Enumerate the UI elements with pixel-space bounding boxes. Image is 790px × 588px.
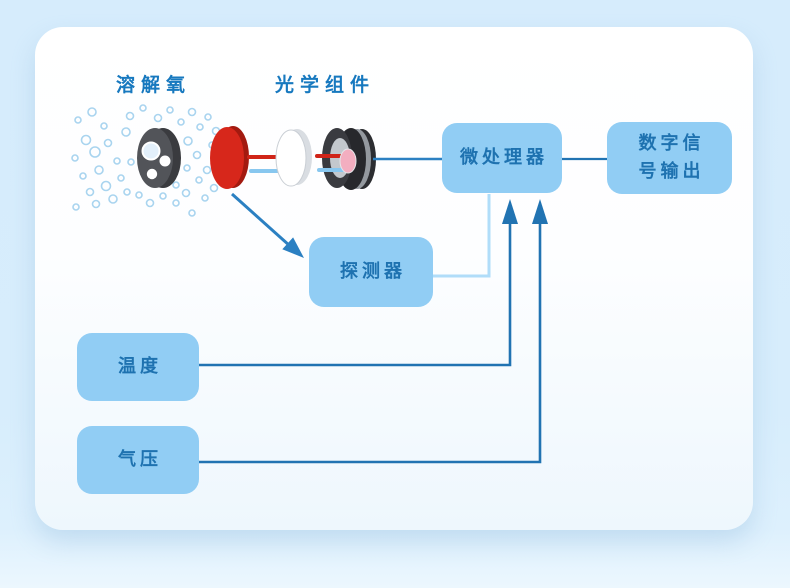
node-digital-output-label-line1: 数字信 bbox=[638, 133, 705, 154]
node-temperature: 温度 bbox=[77, 333, 199, 401]
dissolved-oxygen-label: 溶解氧 bbox=[116, 74, 192, 96]
node-pressure-label: 气压 bbox=[118, 449, 162, 470]
node-digital-output: 数字信 号输出 bbox=[607, 122, 732, 194]
node-pressure: 气压 bbox=[77, 426, 199, 494]
node-digital-output-label-line2: 号输出 bbox=[638, 161, 705, 182]
node-detector-label: 探测器 bbox=[340, 261, 406, 282]
node-temperature-label: 温度 bbox=[118, 356, 162, 377]
optical-assembly-label: 光学组件 bbox=[275, 74, 376, 96]
node-microprocessor-label: 微处理器 bbox=[460, 147, 548, 168]
node-microprocessor: 微处理器 bbox=[442, 123, 562, 193]
node-detector: 探测器 bbox=[309, 237, 433, 307]
